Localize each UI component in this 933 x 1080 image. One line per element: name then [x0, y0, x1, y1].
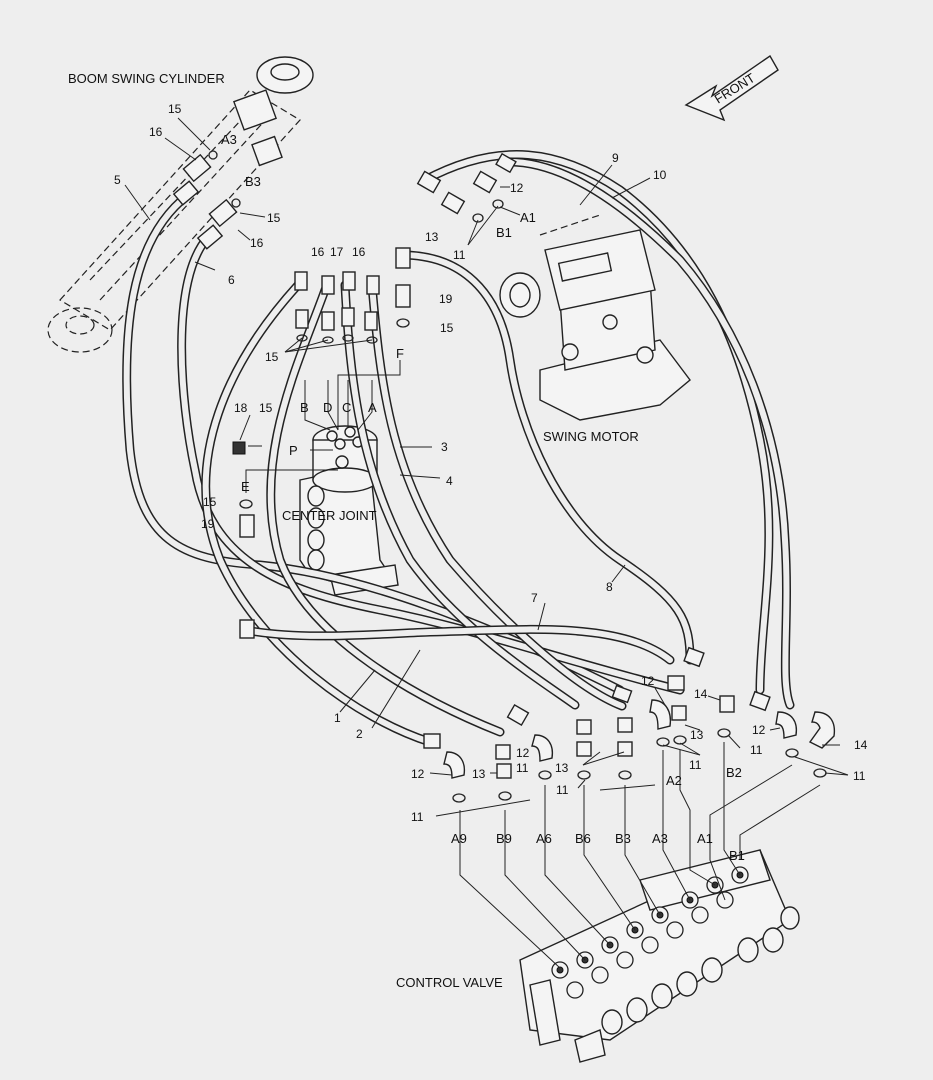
callout-16-cyl-a3: 16: [149, 125, 163, 139]
port-motor-a1: A1: [520, 210, 536, 225]
hoses: [122, 150, 795, 747]
port-cj-p: P: [289, 443, 298, 458]
callout-11-a9: 11: [411, 810, 424, 824]
callout-15-plug: 15: [259, 401, 273, 415]
callout-1: 1: [334, 711, 341, 725]
text-labels: BOOM SWING CYLINDER SWING MOTOR CENTER J…: [68, 71, 868, 990]
callout-19-e: 19: [201, 517, 215, 531]
port-cj-d: D: [323, 400, 332, 415]
callout-15-e: 15: [203, 495, 217, 509]
swing-motor-label: SWING MOTOR: [543, 429, 639, 444]
port-cv-b9: B9: [496, 831, 512, 846]
front-arrow: FRONT: [684, 54, 779, 122]
port-cj-e: E: [241, 479, 250, 494]
port-cv-b6: B6: [575, 831, 591, 846]
port-cv-b1: B1: [729, 848, 745, 863]
callout-14-b1: 14: [854, 738, 868, 752]
port-cj-c: C: [342, 400, 351, 415]
callout-5: 5: [114, 173, 121, 187]
callout-4: 4: [446, 474, 453, 488]
callout-11-b9: 11: [516, 761, 529, 775]
callout-15-f: 15: [440, 321, 454, 335]
center-joint: [299, 425, 399, 596]
callout-18: 18: [234, 401, 248, 415]
callout-6: 6: [228, 273, 235, 287]
callout-14-b2: 14: [694, 687, 708, 701]
callout-13-motor: 13: [425, 230, 439, 244]
port-cyl-b3: B3: [245, 174, 261, 189]
callout-13-b9: 13: [472, 767, 486, 781]
swing-motor: [499, 214, 691, 421]
port-cyl-a3: A3: [221, 132, 237, 147]
port-cj-a: A: [368, 400, 377, 415]
callout-12-motor: 12: [510, 181, 524, 195]
callout-15-cj: 15: [265, 350, 279, 364]
callout-15-cyl-b3: 15: [267, 211, 281, 225]
callout-16-cj-left: 16: [311, 245, 325, 259]
callout-13-a2: 13: [690, 728, 704, 742]
center-joint-label: CENTER JOINT: [282, 508, 377, 523]
callout-17: 17: [330, 245, 344, 259]
callout-9: 9: [612, 151, 619, 165]
callout-15-cyl-a3: 15: [168, 102, 182, 116]
callout-11-b2: 11: [750, 743, 763, 757]
callout-8: 8: [606, 580, 613, 594]
callout-11-b6: 11: [556, 783, 569, 797]
callout-12-a1: 12: [752, 723, 766, 737]
callout-12-a9: 12: [411, 767, 425, 781]
port-cv-a9: A9: [451, 831, 467, 846]
callout-16-cj-right: 16: [352, 245, 366, 259]
leader-lines: [124, 117, 849, 969]
control-valve: [519, 849, 800, 1063]
callout-7: 7: [531, 591, 538, 605]
callout-10: 10: [653, 168, 667, 182]
callout-12-a3: 12: [641, 674, 655, 688]
boom-swing-cylinder-label: BOOM SWING CYLINDER: [68, 71, 225, 86]
port-cj-b: B: [300, 400, 309, 415]
callout-19-f: 19: [439, 292, 453, 306]
callout-3: 3: [441, 440, 448, 454]
port-cv-b2: B2: [726, 765, 742, 780]
callout-2: 2: [356, 727, 363, 741]
callout-11-b1: 11: [853, 769, 866, 783]
callout-13-b6: 13: [555, 761, 569, 775]
callout-11-motor: 11: [453, 248, 466, 262]
port-motor-b1: B1: [496, 225, 512, 240]
boom-swing-cylinder: [47, 56, 314, 353]
port-cv-a2: A2: [666, 773, 682, 788]
fittings: [172, 150, 836, 803]
callout-12-a6: 12: [516, 746, 530, 760]
port-cv-a1: A1: [697, 831, 713, 846]
control-valve-label: CONTROL VALVE: [396, 975, 503, 990]
callout-16-cyl-b3: 16: [250, 236, 264, 250]
port-cv-a6: A6: [536, 831, 552, 846]
port-cj-f: F: [396, 346, 404, 361]
callout-11-a2: 11: [689, 758, 702, 772]
port-cv-b3: B3: [615, 831, 631, 846]
port-cv-a3: A3: [652, 831, 668, 846]
